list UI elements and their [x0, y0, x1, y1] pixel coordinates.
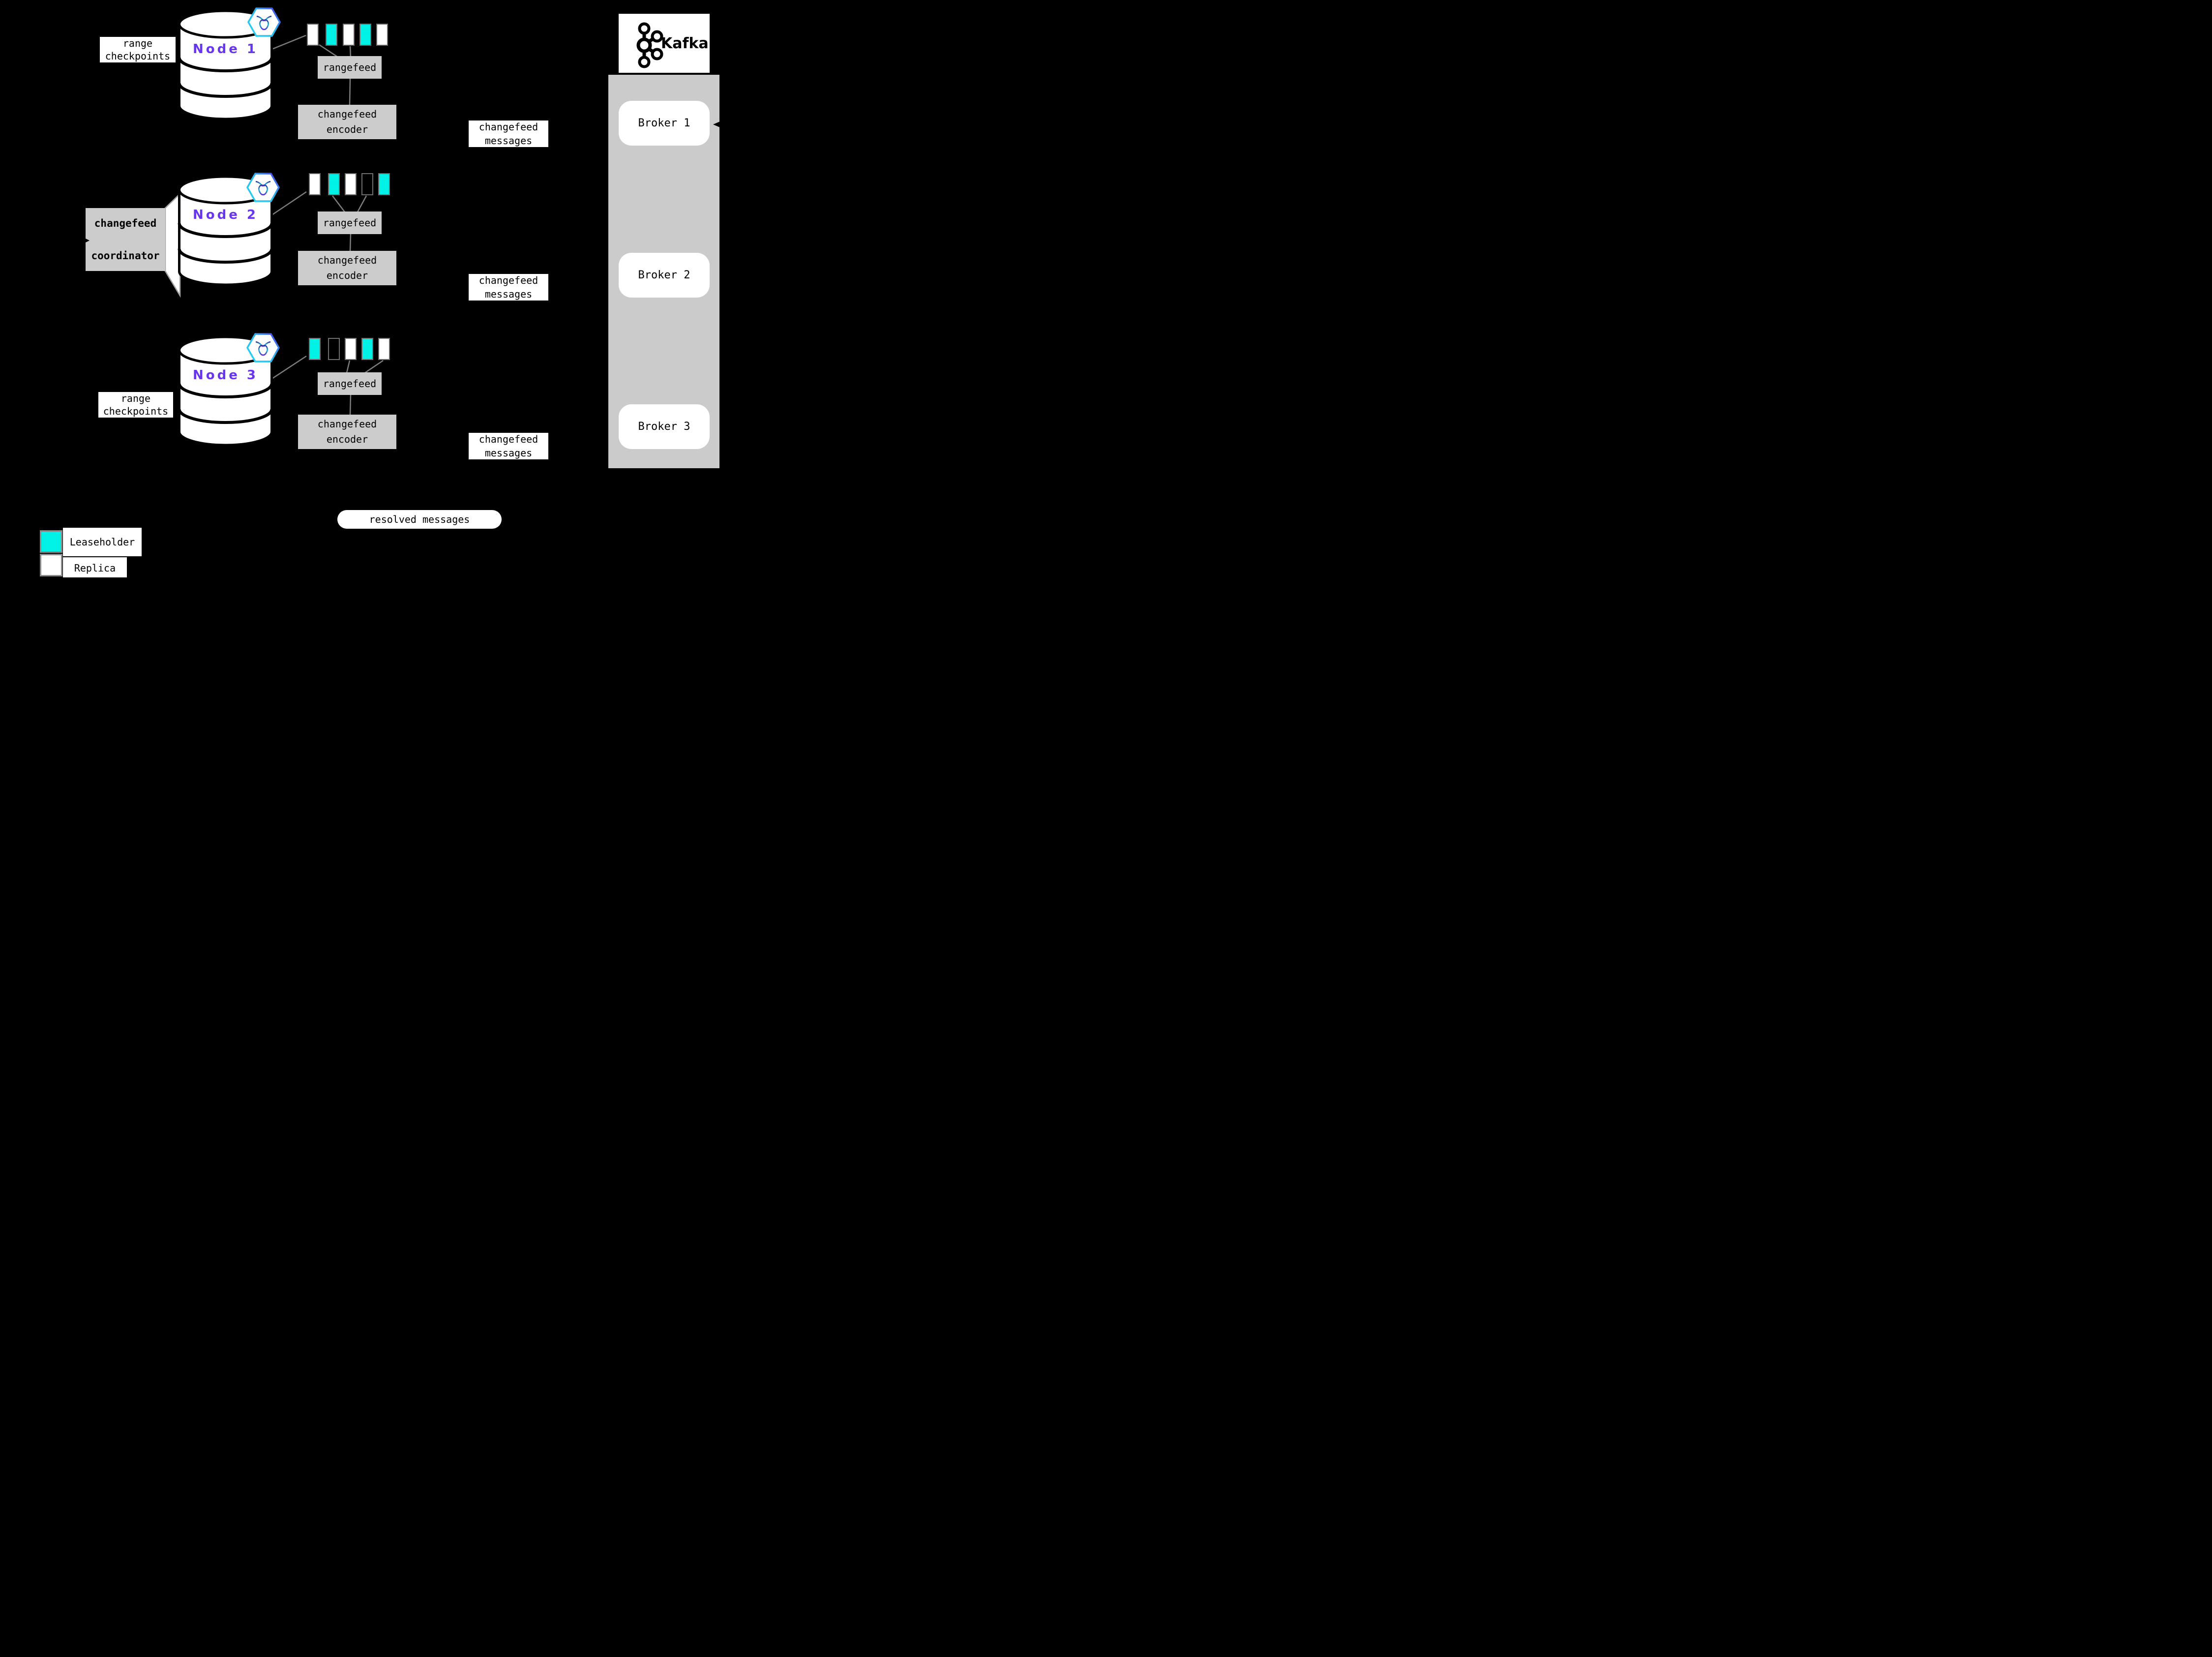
connector-range-to-rangefeed3	[346, 360, 351, 373]
cockroachdb-logo-icon	[256, 15, 272, 30]
legend-replica-label: Replica	[63, 557, 127, 577]
node-2-cylinder	[178, 175, 273, 286]
cockroachdb-logo-icon	[255, 341, 271, 356]
changefeed-messages-label-node2: changefeed messages	[469, 274, 548, 301]
changefeed-messages-label-node3: changefeed messages	[469, 433, 548, 459]
broker-2-box: Broker 2	[619, 253, 710, 298]
connector-rangefeed2-to-encoder2	[349, 234, 352, 251]
rangefeed-box-node2: rangefeed	[318, 211, 382, 234]
range-square	[343, 24, 355, 46]
changefeed-messages-label-node1: changefeed messages	[469, 121, 548, 147]
range-square	[345, 173, 357, 195]
arrowhead-into-broker-1-icon	[713, 120, 723, 129]
connector-cylinder3-to-range	[271, 355, 307, 380]
node-2-label: Node 2	[192, 208, 258, 222]
connector-rangefeed3-to-encoder3	[349, 394, 352, 415]
connector-range-to-rangefeed1	[349, 46, 352, 58]
range-square	[378, 338, 390, 360]
connector-range-to-rangefeed2	[332, 195, 345, 212]
range-square	[328, 173, 340, 195]
changefeed-encoder-box-node1: changefeed encoder	[298, 105, 396, 139]
range-square	[328, 338, 340, 360]
range-square	[361, 173, 373, 195]
connector-range-to-rangefeed2	[357, 195, 367, 212]
cockroachdb-badge-node3	[246, 333, 280, 362]
diagram-shapes-layer	[164, 7, 384, 447]
range-square	[309, 173, 321, 195]
cockroachdb-badge-node2	[246, 173, 280, 202]
node-1-label: Node 1	[192, 42, 258, 57]
range-square	[345, 338, 357, 360]
arrowhead-into-coordinator-icon	[84, 238, 90, 243]
changefeed-kafka-diagram: range checkpoints Node 1 rangefeed chang…	[0, 0, 757, 577]
node-3-label: Node 3	[192, 368, 258, 383]
legend-leaseholder-label: Leaseholder	[63, 528, 142, 556]
legend-replica-swatch	[40, 554, 62, 576]
cockroachdb-logo-icon	[255, 181, 271, 196]
connector-cylinder1-to-range	[271, 34, 306, 50]
range-square	[378, 173, 390, 195]
diagram-arrows-layer	[84, 120, 723, 243]
changefeed-encoder-box-node3: changefeed encoder	[298, 415, 396, 449]
coordinator-ribbon	[164, 192, 181, 298]
range-square	[326, 24, 337, 46]
range-square	[376, 24, 388, 46]
range-square	[307, 24, 319, 46]
changefeed-coordinator-box: changefeed coordinator	[86, 208, 165, 271]
legend-leaseholder-swatch	[40, 530, 62, 553]
range-square	[309, 338, 321, 360]
changefeed-encoder-box-node2: changefeed encoder	[298, 251, 396, 285]
range-checkpoints-label-node1: range checkpoints	[100, 37, 176, 62]
connector-range-to-rangefeed1	[319, 44, 338, 58]
kafka-logo-card: Kafka	[619, 14, 710, 73]
rangefeed-box-node1: rangefeed	[318, 56, 382, 79]
kafka-logo-icon	[636, 22, 663, 68]
broker-3-box: Broker 3	[619, 404, 710, 449]
range-square	[359, 24, 371, 46]
kafka-title: Kafka	[661, 34, 709, 52]
broker-1-box: Broker 1	[619, 101, 710, 146]
resolved-messages-label: resolved messages	[337, 510, 502, 529]
cockroachdb-badge-node1	[247, 7, 281, 37]
range-checkpoints-label-node3: range checkpoints	[98, 392, 173, 418]
rangefeed-box-node3: rangefeed	[318, 372, 382, 395]
node-1-cylinder	[178, 9, 273, 121]
range-square	[361, 338, 373, 360]
connector-range-to-rangefeed3	[364, 360, 384, 374]
connector-cylinder2-to-range	[271, 191, 307, 216]
